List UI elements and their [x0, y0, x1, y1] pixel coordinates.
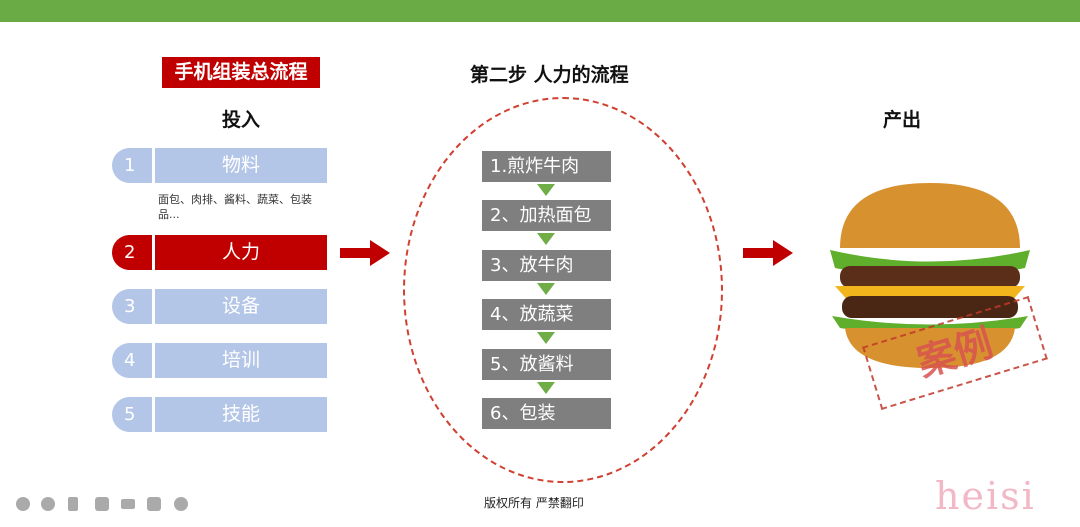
zoom-icon[interactable]	[95, 497, 109, 511]
down-arrow-icon	[537, 233, 555, 245]
down-arrow-icon	[537, 332, 555, 344]
copyright-footer: 版权所有 严禁翻印	[484, 496, 584, 510]
input-label-2: 人力	[155, 235, 327, 270]
input-label-4: 培训	[155, 343, 327, 378]
input-label-3: 设备	[155, 289, 327, 324]
burger-image	[830, 183, 1030, 368]
step-6: 6、包装	[482, 398, 611, 429]
down-arrow-icon	[537, 184, 555, 196]
arrow-right-icon	[743, 240, 793, 266]
input-heading: 投入	[222, 109, 261, 131]
materials-desc: 面包、肉排、酱料、蔬菜、包装品...	[158, 193, 312, 221]
process-ellipse	[403, 97, 723, 483]
input-num-5: 5	[112, 397, 152, 432]
input-label-1: 物料	[155, 148, 327, 183]
watermark: heisi	[935, 474, 1036, 518]
top-bar	[0, 0, 1080, 22]
video-icon[interactable]	[121, 499, 135, 509]
step-3: 3、放牛肉	[482, 250, 611, 281]
input-label-5: 技能	[155, 397, 327, 432]
input-num-2: 2	[112, 235, 152, 270]
pen-icon[interactable]	[68, 497, 78, 511]
subtitle-icon[interactable]	[147, 497, 161, 511]
step-5: 5、放酱料	[482, 349, 611, 380]
input-num-4: 4	[112, 343, 152, 378]
step-2: 2、加热面包	[482, 200, 611, 231]
step-1: 1.煎炸牛肉	[482, 151, 611, 182]
arrow-right-icon	[340, 240, 390, 266]
slide-title: 手机组装总流程	[162, 57, 320, 88]
down-arrow-icon	[537, 283, 555, 295]
down-arrow-icon	[537, 382, 555, 394]
step-4: 4、放蔬菜	[482, 299, 611, 330]
middle-heading: 第二步 人力的流程	[470, 64, 629, 86]
input-num-3: 3	[112, 289, 152, 324]
next-icon[interactable]	[41, 497, 55, 511]
input-num-1: 1	[112, 148, 152, 183]
more-icon[interactable]	[174, 497, 188, 511]
output-heading: 产出	[883, 109, 922, 131]
prev-icon[interactable]	[16, 497, 30, 511]
